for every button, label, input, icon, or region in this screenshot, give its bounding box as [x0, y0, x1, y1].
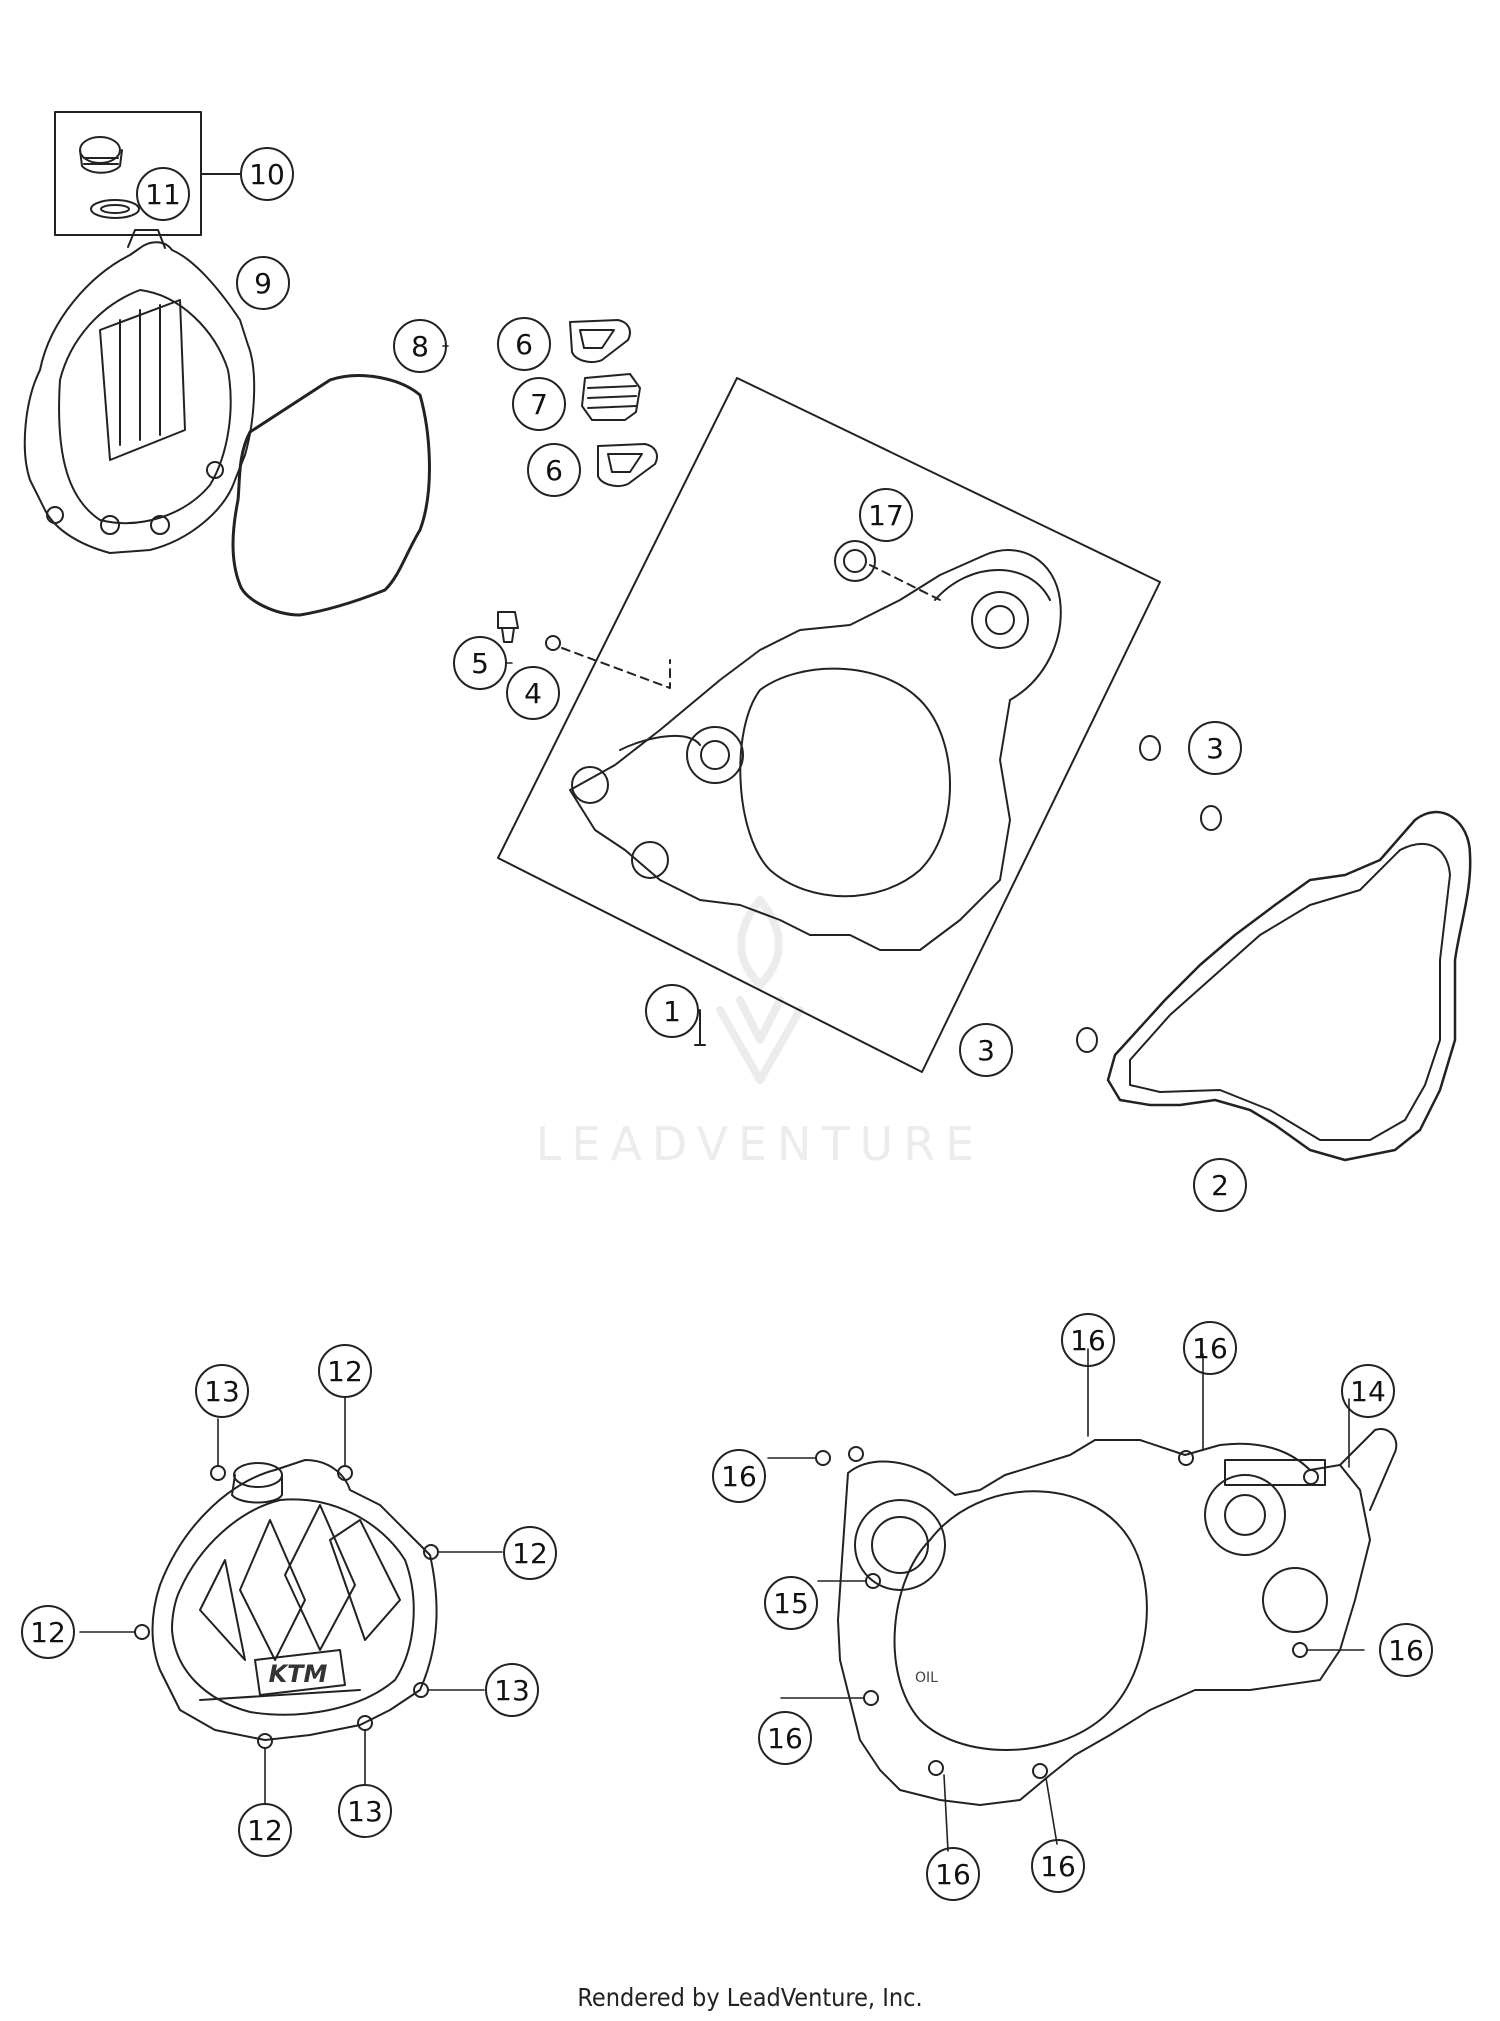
clutch-cover-inner-detail: OIL	[815, 1428, 1398, 1806]
callout-16-a: 16	[1070, 1324, 1106, 1357]
callout-12-bottom: 12	[247, 1814, 283, 1847]
gasket-outer-cover	[231, 374, 431, 617]
callout-12-right: 12	[512, 1537, 548, 1570]
callout-16-d: 16	[1388, 1634, 1424, 1667]
callout-10: 10	[249, 158, 285, 191]
callout-4: 4	[524, 677, 542, 710]
callout-2: 2	[1211, 1169, 1229, 1202]
clutch-cover-inner	[569, 549, 1062, 951]
callout-3-upper: 3	[1206, 732, 1224, 765]
callout-leader-stubs	[442, 345, 513, 664]
inner-cover-frame	[497, 377, 1161, 1073]
callout-11: 11	[145, 178, 181, 211]
callout-8: 8	[411, 330, 429, 363]
callout-6-upper: 6	[515, 328, 533, 361]
callout-7: 7	[530, 388, 548, 421]
seal-plate-upper	[569, 319, 631, 363]
callout-6-lower: 6	[545, 454, 563, 487]
dowel-pin	[1139, 735, 1161, 761]
callout-16-e: 16	[767, 1722, 803, 1755]
callout-17: 17	[868, 499, 904, 532]
filler-cap-kit	[54, 111, 241, 236]
callout-16-b: 16	[1192, 1332, 1228, 1365]
callout-16-f: 16	[935, 1858, 971, 1891]
ktm-logo-text: KTM	[269, 1660, 328, 1688]
watermark-text: LEADVENTURE	[536, 1117, 985, 1171]
callout-12-top: 12	[327, 1355, 363, 1388]
callout-15: 15	[773, 1587, 809, 1620]
callout-9: 9	[254, 267, 272, 300]
callout-labels: 10 11 9 8 6 7 6 17 5 4 3 1 3 2 12 13 12 …	[30, 158, 1424, 1891]
callout-1: 1	[663, 995, 681, 1028]
callout-13-top: 13	[204, 1375, 240, 1408]
callout-3-lower: 3	[977, 1034, 995, 1067]
callout-5: 5	[471, 647, 489, 680]
callout-16-c: 16	[721, 1460, 757, 1493]
callout-13-bottom: 13	[347, 1795, 383, 1828]
watermark	[716, 896, 804, 1084]
callout-12-left: 12	[30, 1616, 66, 1649]
seal-plug	[581, 373, 641, 421]
drain-plug	[497, 611, 519, 629]
clutch-cover-outer	[23, 229, 256, 554]
leader-lines	[79, 1348, 1365, 1852]
callout-16-g: 16	[1040, 1850, 1076, 1883]
seal-plate-lower	[597, 443, 658, 487]
oil-mark-text: OIL	[915, 1670, 938, 1686]
callout-14: 14	[1350, 1375, 1386, 1408]
gasket-inner-cover	[1106, 810, 1472, 1162]
footer-credit: Rendered by LeadVenture, Inc.	[577, 1983, 923, 2012]
clutch-cover-outer-detail: KTM	[134, 1459, 439, 1749]
callout-13-right: 13	[494, 1674, 530, 1707]
callout-circles	[21, 147, 1433, 1901]
